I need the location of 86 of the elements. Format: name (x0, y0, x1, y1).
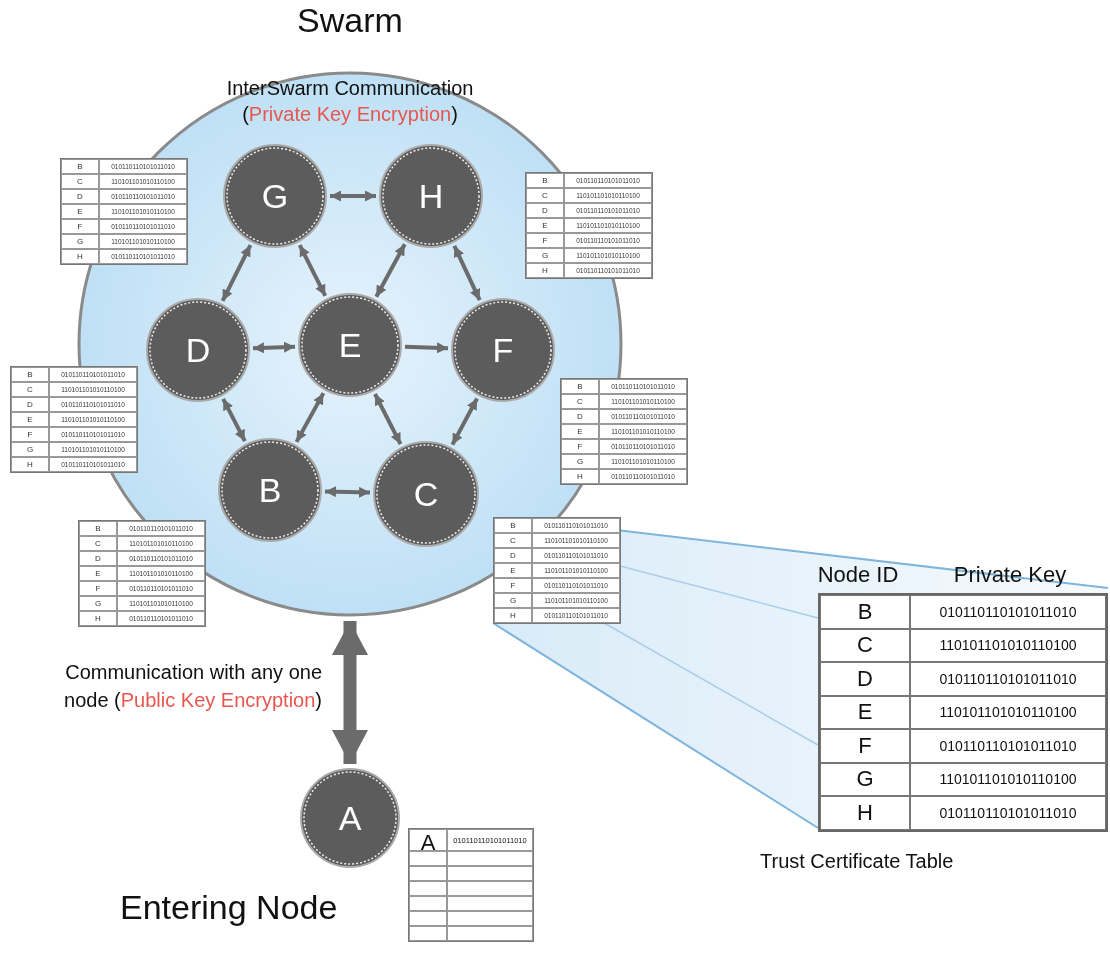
arrow (450, 397, 479, 446)
table-cell: F (820, 729, 910, 763)
double-arrow (332, 621, 368, 764)
table-cell: H (561, 469, 599, 484)
table-cell: C (61, 174, 99, 189)
table-cell: G (79, 596, 117, 611)
table-cell: A (409, 829, 447, 851)
table-cell: B (561, 379, 599, 394)
text: InterSwarm Communication (225, 77, 475, 100)
table-cell: C (526, 188, 564, 203)
table-cell: 110101101010110100 (910, 762, 1106, 796)
table-cell: 110101101010110100 (910, 628, 1106, 662)
column-header: Node ID (816, 562, 900, 588)
node-label: A (337, 798, 363, 838)
table-cell: 010110110101011010 (910, 796, 1106, 830)
node-label: D (184, 330, 212, 370)
table-cell: D (561, 409, 599, 424)
title: Swarm (296, 1, 404, 40)
table-cell: B (820, 595, 910, 629)
arrow (221, 398, 247, 442)
table-cell: 010110110101011010 (910, 729, 1106, 763)
table-cell: E (561, 424, 599, 439)
table-cell: E (494, 563, 532, 578)
table-cell: C (820, 628, 910, 662)
arrow (374, 243, 407, 298)
node-label: H (417, 176, 445, 216)
node-label: B (257, 470, 283, 510)
arrow (220, 244, 253, 302)
table-cell: D (820, 662, 910, 696)
node-label: F (491, 330, 515, 370)
arrow (330, 190, 376, 202)
table-cell: G (820, 762, 910, 796)
table-cell: B (526, 173, 564, 188)
table-cell: D (61, 189, 99, 204)
arrow (404, 342, 449, 354)
table-cell: F (526, 233, 564, 248)
table-cell: H (526, 263, 564, 278)
table-cell: F (11, 427, 49, 442)
node-label: G (260, 176, 290, 216)
arrow (294, 392, 326, 443)
node-label: C (412, 474, 440, 514)
table-caption: Trust Certificate Table (760, 850, 954, 873)
table-cell: C (561, 394, 599, 409)
table-cell: H (11, 457, 49, 472)
table-cell: C (11, 382, 49, 397)
table-cell: 010110110101011010 (910, 595, 1106, 629)
table-cell: G (61, 234, 99, 249)
table-cell: 010110110101011010 (910, 662, 1106, 696)
table-cell: H (494, 608, 532, 623)
table-cell: E (61, 204, 99, 219)
table-cell: F (61, 219, 99, 234)
table-cell: F (494, 578, 532, 593)
arrow (252, 341, 296, 354)
arrow (324, 486, 371, 498)
text: (Private Key Encryption) (241, 103, 459, 126)
table-cell: G (494, 593, 532, 608)
node-label: Entering Node (120, 888, 338, 927)
arrow (373, 393, 403, 446)
table-cell: E (820, 695, 910, 729)
table-cell: G (561, 454, 599, 469)
table-cell: E (11, 412, 49, 427)
table-cell: B (79, 521, 117, 536)
table-cell: D (79, 551, 117, 566)
table-cell: C (494, 533, 532, 548)
arrow (452, 244, 482, 302)
table-cell: G (11, 442, 49, 457)
table-cell: B (11, 367, 49, 382)
table-cell: H (79, 611, 117, 626)
arrow (297, 244, 328, 297)
column-header: Private Key (952, 562, 1068, 588)
table-cell: D (494, 548, 532, 563)
table-cell: B (494, 518, 532, 533)
table-cell: 110101101010110100 (910, 695, 1106, 729)
node-label: E (337, 325, 363, 365)
table-cell: H (820, 796, 910, 830)
table-cell: E (79, 566, 117, 581)
table-cell: H (61, 249, 99, 264)
table-cell: D (11, 397, 49, 412)
table-cell: C (79, 536, 117, 551)
table-cell: F (561, 439, 599, 454)
table-cell: F (79, 581, 117, 596)
edge-label: Communication with any one node (Public Key Encryption) (63, 659, 322, 713)
table-cell: B (61, 159, 99, 174)
table-cell: E (526, 218, 564, 233)
table-cell: D (526, 203, 564, 218)
table-cell: G (526, 248, 564, 263)
